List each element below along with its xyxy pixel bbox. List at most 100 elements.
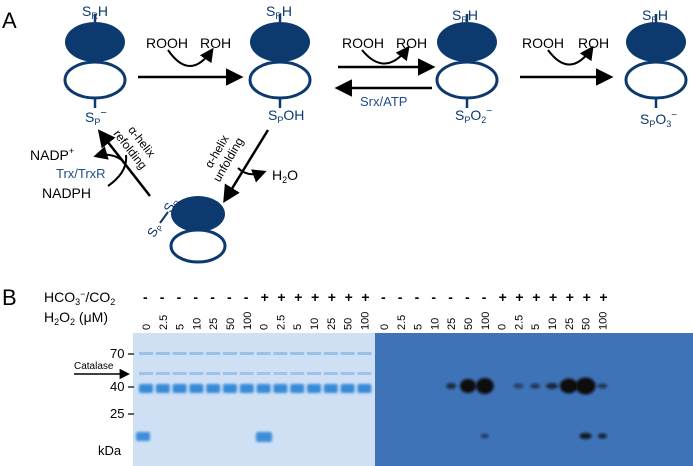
left-gel-concentration-label: 0 (259, 324, 271, 330)
lane-headers: -0-2.5-5-10-25-50-100+0+2.5+5+10+25+50+1… (141, 289, 609, 330)
right-gel-concentration-label: 50 (581, 318, 593, 330)
left-gel-concentration-label: 10 (309, 318, 321, 330)
western-blot (375, 333, 693, 466)
kda-label: kDa (98, 443, 122, 458)
bicarbonate-row-label: HCO3−/CO2 (44, 289, 115, 307)
blot-band-40kda (446, 383, 457, 389)
refolding-arrow: α-helixrefolding NADP+ Trx/TrxR NADPH (30, 119, 161, 201)
right-gel-bicarb-sign: + (532, 289, 540, 305)
sulfenic-acid-label: SPOH (268, 107, 304, 125)
right-gel-bicarb-sign: - (398, 289, 403, 305)
coomassie-band-catalase (323, 372, 338, 375)
left-gel-bicarb-sign: + (328, 289, 336, 305)
sulfonic-acid-label: SPO3− (640, 110, 677, 129)
substrate-label-2: ROOH (342, 35, 384, 51)
coomassie-gel (133, 333, 375, 466)
left-gel-bicarb-sign: + (261, 289, 269, 305)
blot-band-40kda (575, 377, 596, 395)
mw-marker-70: 70 (110, 346, 124, 361)
left-gel-concentration-label: 0 (141, 324, 153, 330)
right-gel-concentration-label: 100 (480, 312, 492, 330)
coomassie-band-70kda (290, 352, 305, 355)
coomassie-band-40kda (172, 384, 187, 393)
product-label-3: ROH (578, 35, 609, 51)
coomassie-band-40kda (357, 384, 372, 393)
resolving-thiol-label: SRH (266, 3, 292, 21)
coomassie-band-40kda (155, 384, 170, 393)
right-gel-bicarb-sign: + (583, 289, 591, 305)
coomassie-band-catalase (340, 372, 355, 375)
left-gel-bicarb-sign: - (227, 289, 232, 305)
nadph-label: NADPH (42, 185, 91, 201)
coomassie-band-70kda (357, 352, 372, 355)
coomassie-band-70kda (206, 352, 221, 355)
blot-band-dimer (579, 433, 592, 439)
protein-sulfinic: SRH SPO2− (435, 7, 499, 125)
right-gel-bicarb-sign: + (499, 289, 507, 305)
right-gel-concentration-label: 0 (497, 324, 509, 330)
coomassie-band-catalase (223, 372, 237, 375)
refolding-label: α-helixrefolding (111, 119, 161, 173)
coomassie-band-70kda (172, 352, 187, 355)
right-gel-bicarb-sign: + (515, 289, 523, 305)
catalase-label: Catalase (74, 361, 114, 372)
left-gel-bicarb-sign: - (160, 289, 165, 305)
coomassie-band-70kda (256, 352, 271, 355)
product-label-2: ROH (396, 35, 427, 51)
right-gel-concentration-label: 0 (379, 324, 391, 330)
coomassie-band-70kda (223, 352, 237, 355)
blot-band-dimer (480, 434, 489, 438)
coomassie-band-catalase (139, 372, 153, 375)
srx-atp-label: Srx/ATP (360, 94, 407, 109)
coomassie-band-70kda (155, 352, 170, 355)
mw-marker-40: 40 (110, 379, 124, 394)
water-label: H2O (272, 167, 298, 185)
right-gel-concentration-label: 100 (597, 312, 609, 330)
coomassie-band-catalase (206, 372, 221, 375)
left-gel-bicarb-sign: - (210, 289, 215, 305)
coomassie-band-40kda (290, 384, 305, 393)
right-gel-concentration-label: 2.5 (513, 315, 525, 330)
coomassie-bands (136, 352, 372, 442)
right-gel-concentration-label: 5 (530, 324, 542, 330)
product-label-1: ROH (200, 35, 231, 51)
right-gel-bicarb-sign: + (599, 289, 607, 305)
left-gel-concentration-label: 5 (175, 324, 187, 330)
right-gel-bicarb-sign: - (431, 289, 436, 305)
coomassie-band-40kda (223, 384, 237, 393)
right-gel-concentration-label: 10 (429, 318, 441, 330)
right-gel-bicarb-sign: - (381, 289, 386, 305)
right-gel-concentration-label: 5 (413, 324, 425, 330)
protein-thiolate: SRH SP− (63, 3, 127, 127)
panel-a-letter: A (2, 8, 17, 33)
sulfinic-acid-label: SPO2− (455, 106, 492, 125)
blot-band-40kda (559, 378, 578, 394)
blot-band-40kda (460, 379, 476, 393)
resolving-thiol-label: SRH (642, 7, 668, 25)
blot-band-40kda (546, 383, 558, 389)
coomassie-band-40kda (189, 384, 204, 393)
coomassie-band-catalase (256, 372, 271, 375)
coomassie-band-70kda (273, 352, 288, 355)
left-gel-bicarb-sign: - (244, 289, 249, 305)
substrate-label-1: ROOH (146, 35, 188, 51)
protein-sulfonic: SRH SPO3− (624, 7, 688, 129)
protein-disulfide: SR SP (144, 196, 227, 264)
coomassie-band-70kda (307, 352, 321, 355)
left-gel-concentration-label: 50 (225, 318, 237, 330)
resolving-thiol-label: SRH (82, 3, 108, 21)
left-gel-bicarb-sign: + (311, 289, 319, 305)
left-gel-bicarb-sign: + (345, 289, 353, 305)
blot-bands (446, 377, 608, 439)
coomassie-band-dimer (256, 432, 272, 442)
left-gel-concentration-label: 100 (359, 312, 371, 330)
left-gel-concentration-label: 5 (292, 324, 304, 330)
blot-band-40kda (597, 383, 608, 389)
coomassie-band-40kda (239, 384, 254, 393)
blot-band-40kda (530, 383, 541, 389)
right-gel-concentration-label: 50 (463, 318, 475, 330)
left-gel-bicarb-sign: + (361, 289, 369, 305)
coomassie-band-40kda (256, 384, 271, 393)
oxidation-arrow-2: ROOH ROH Srx/ATP (334, 35, 436, 109)
